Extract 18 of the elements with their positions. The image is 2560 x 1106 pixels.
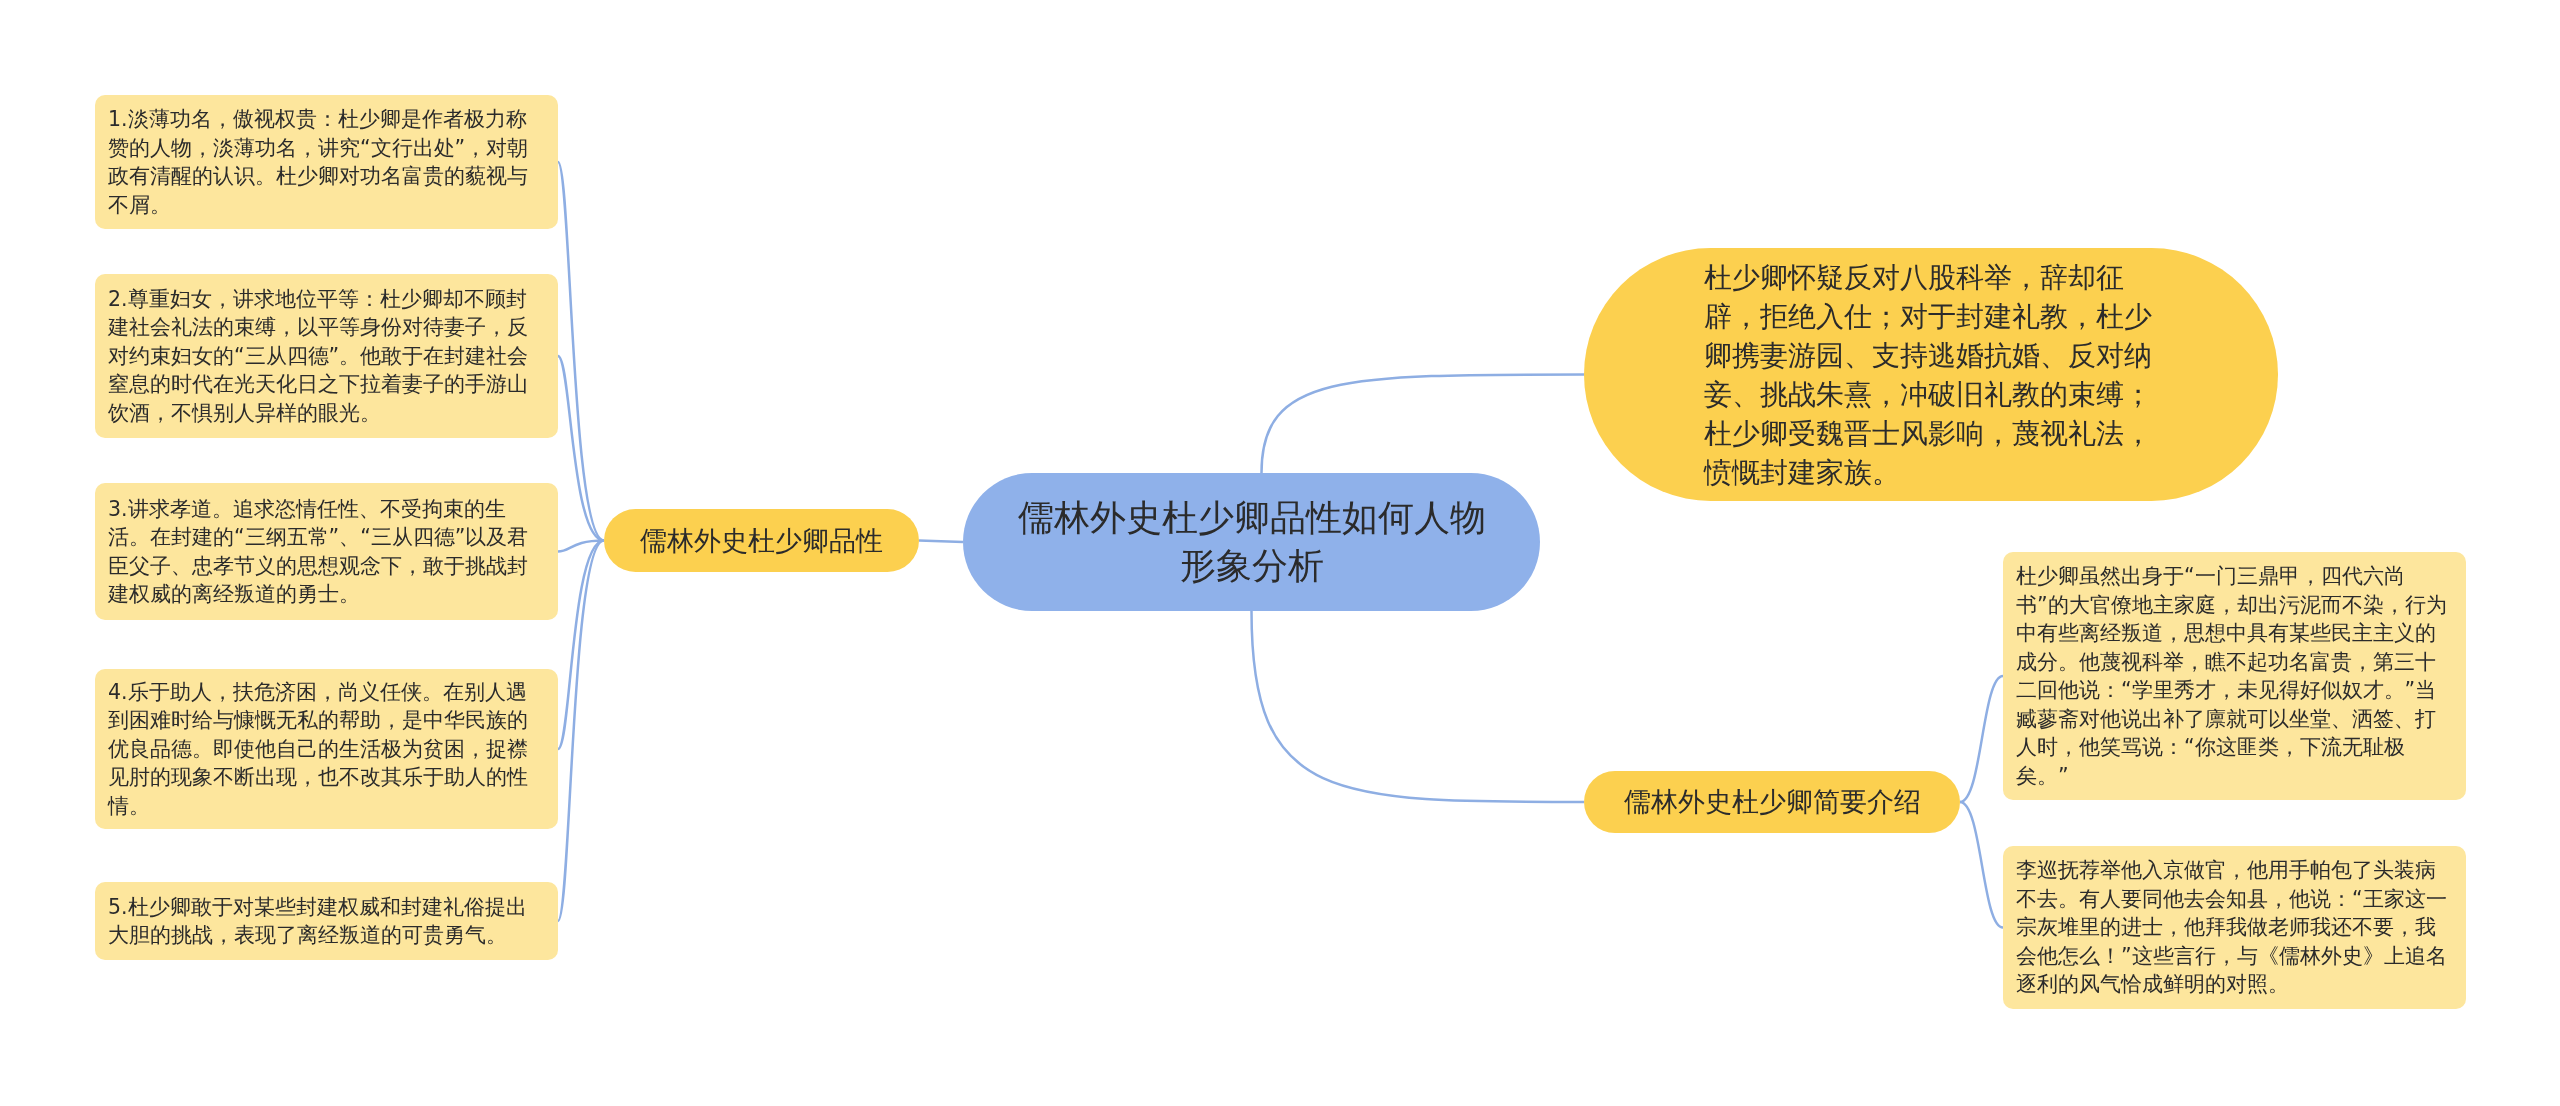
note-card: 5.杜少卿敢于对某些封建权威和封建礼俗提出大胆的挑战，表现了离经叛道的可贵勇气。: [95, 882, 558, 960]
note-card: 4.乐于助人，扶危济困，尚义任侠。在别人遇到困难时给与慷慨无私的帮助，是中华民族的优良品德。即使他自己的生活极为贫困，捉襟见肘的现象不断出现，也不改其乐于助人的性情。: [95, 669, 558, 829]
central-topic-box: 儒林外史杜少卿品性如何人物形象分析: [963, 473, 1540, 611]
note-card: 1.淡薄功名，傲视权贵：杜少卿是作者极力称赞的人物，淡薄功名，讲究“文行出处”，对朝政有清醒的认识。杜少卿对功名富贵的藐视与不屑。: [95, 95, 558, 229]
branch-topic-box: 杜少卿怀疑反对八股科举，辞却征辟，拒绝入仕；对于封建礼教，杜少卿携妻游园、支持逃婚抗婚、反对纳妾、挑战朱熹，冲破旧礼教的束缚；杜少卿受魏晋士风影响，蔑视礼法，愤慨封建家族。: [1584, 248, 2278, 501]
connector-line: [1250, 610, 1584, 804]
connector-line: [1260, 373, 1584, 474]
connector-line: [1959, 800, 2004, 929]
note-card: 杜少卿虽然出身于“一门三鼎甲，四代六尚书”的大官僚地主家庭，却出污泥而不染，行为中有些离经叛道，思想中具有某些民主主义的成分。他蔑视科举，瞧不起功名富贵，第三十二回他说：“学里秀才，未见得好似奴才。”当臧蓼斋对他说出补了廪就可以坐堂、洒签、打人时，他笑骂说：“你这匪类，下流无耻极矣。”: [2003, 552, 2466, 800]
branch-topic-box: 儒林外史杜少卿品性: [604, 509, 919, 572]
connector-line: [1959, 674, 2004, 804]
connector-line: [556, 539, 605, 922]
note-card: 李巡抚荐举他入京做官，他用手帕包了头装病不去。有人要同他去会知县，他说：“王家这一宗灰堆里的进士，他拜我做老师我还不要，我会他怎么！”这些言行，与《儒林外史》上追名逐利的风气恰成鲜明的对照。: [2003, 846, 2466, 1009]
connector-line: [556, 161, 605, 542]
note-card: 2.尊重妇女，讲求地位平等：杜少卿却不顾封建社会礼法的束缚，以平等身份对待妻子，反对约束妇女的“三从四德”。他敢于在封建社会窒息的时代在光天化日之下拉着妻子的手游山饮酒，不惧别人异样的眼光。: [95, 274, 558, 438]
connector-line: [918, 539, 964, 544]
branch-topic-box: 儒林外史杜少卿简要介绍: [1584, 771, 1960, 833]
note-card: 3.讲求孝道。追求恣情任性、不受拘束的生活。在封建的“三纲五常”、“三从四德”以及君臣父子、忠孝节义的思想观念下，敢于挑战封建权威的离经叛道的勇士。: [95, 483, 558, 620]
